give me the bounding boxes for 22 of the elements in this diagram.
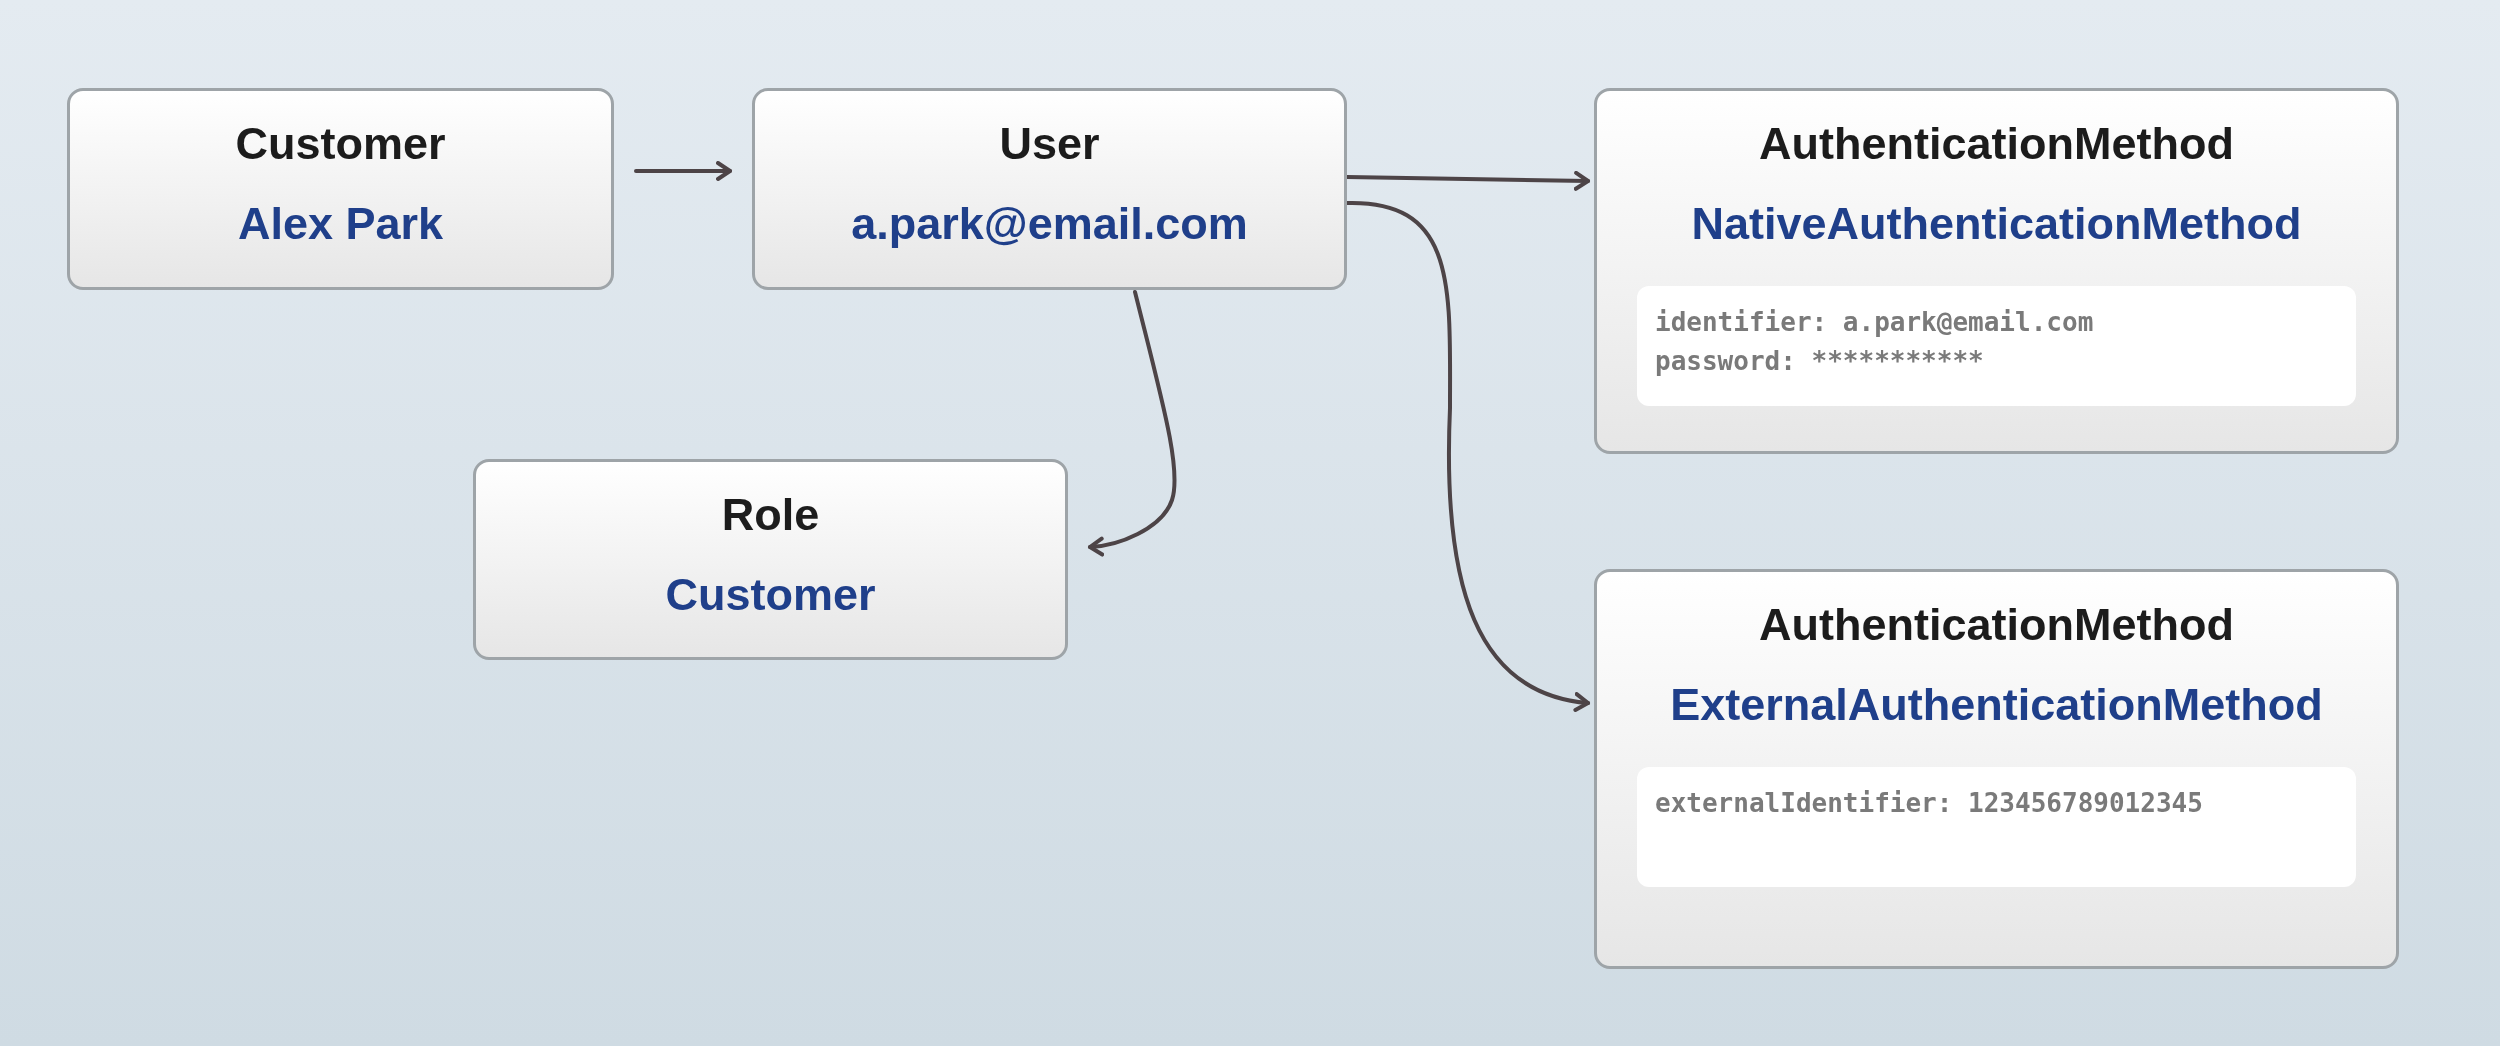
entity-card [1594,88,2399,454]
arrow [1345,201,1590,711]
code-line: password: *********** [1655,346,1985,376]
entity-value: Alex Park [237,201,444,246]
entity-card [67,88,614,290]
entity-type: AuthenticationMethod [1759,121,2234,166]
entity-type: Customer [235,121,446,166]
entity-card [1594,569,2399,969]
entity-card [473,459,1068,660]
entity-value: a.park@email.com [851,201,1248,246]
entity-type: Role [721,492,820,537]
entity-type: AuthenticationMethod [1759,602,2234,647]
entity-value: NativeAuthenticationMethod [1691,201,2302,246]
arrow [1088,290,1177,556]
arrow [634,161,732,181]
code-line: identifier: a.park@email.com [1655,308,2095,337]
entity-value: Customer [665,572,876,617]
entity-type: User [999,121,1100,166]
entity-card [752,88,1347,290]
code-line: externalIdentifier: 123456789012345 [1655,789,2204,818]
arrow [1345,170,1590,191]
entity-value: ExternalAuthenticationMethod [1670,682,2323,727]
